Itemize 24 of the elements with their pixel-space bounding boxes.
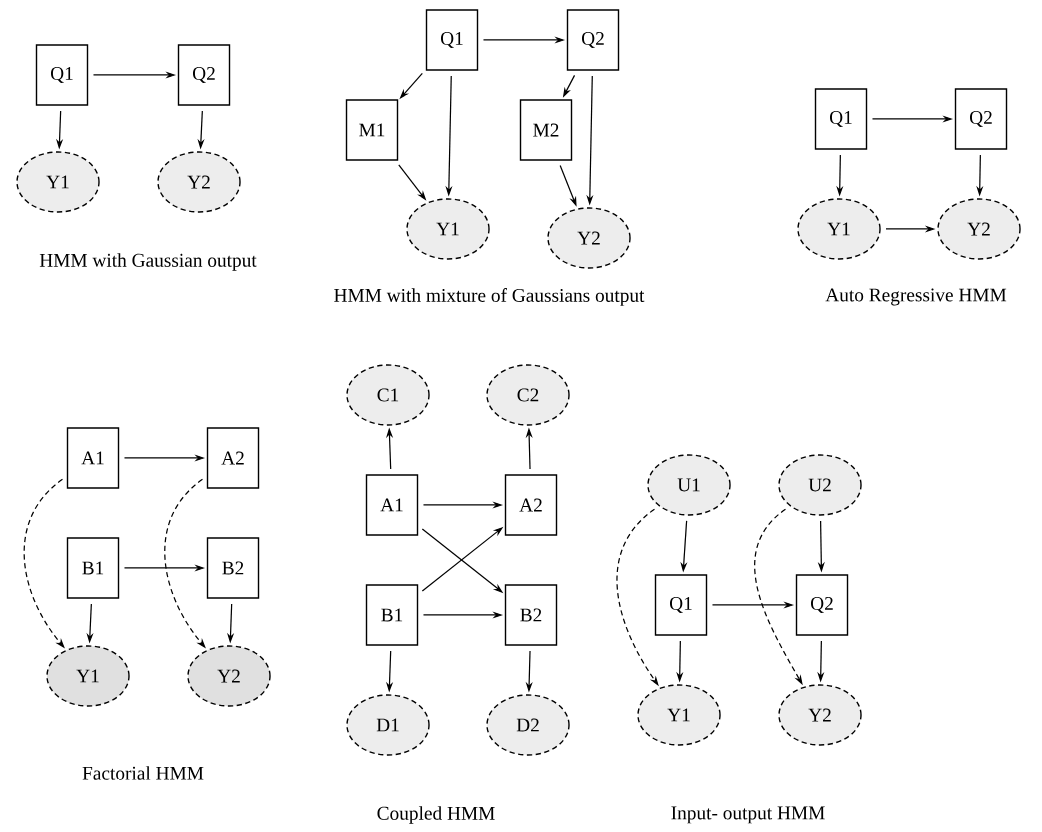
state-box: Q1 [654, 574, 708, 636]
state-box: Q1 [35, 44, 89, 106]
state-box: A1 [365, 474, 419, 536]
caption: Auto Regressive HMM [825, 288, 1007, 306]
state-box: Q2 [795, 574, 849, 636]
state-box: B2 [206, 537, 260, 599]
state-box: B1 [66, 537, 120, 599]
state-box: Q2 [566, 9, 620, 71]
state-box: B2 [504, 584, 558, 646]
state-box: M2 [519, 99, 573, 161]
state-box: B1 [365, 584, 419, 646]
state-box: Q1 [425, 9, 479, 71]
state-box: A2 [206, 427, 260, 489]
caption: HMM with Gaussian output [39, 253, 257, 271]
state-box: Q2 [954, 88, 1008, 150]
caption: HMM with mixture of Gaussians output [334, 288, 645, 306]
state-box: A1 [66, 427, 120, 489]
state-box: A2 [504, 474, 558, 536]
caption: Factorial HMM [82, 766, 204, 780]
caption: Input- output HMM [671, 806, 825, 824]
state-box: M1 [345, 99, 399, 161]
state-box: Q1 [814, 88, 868, 150]
state-box: Q2 [177, 44, 231, 106]
caption: Coupled HMM [377, 806, 495, 824]
